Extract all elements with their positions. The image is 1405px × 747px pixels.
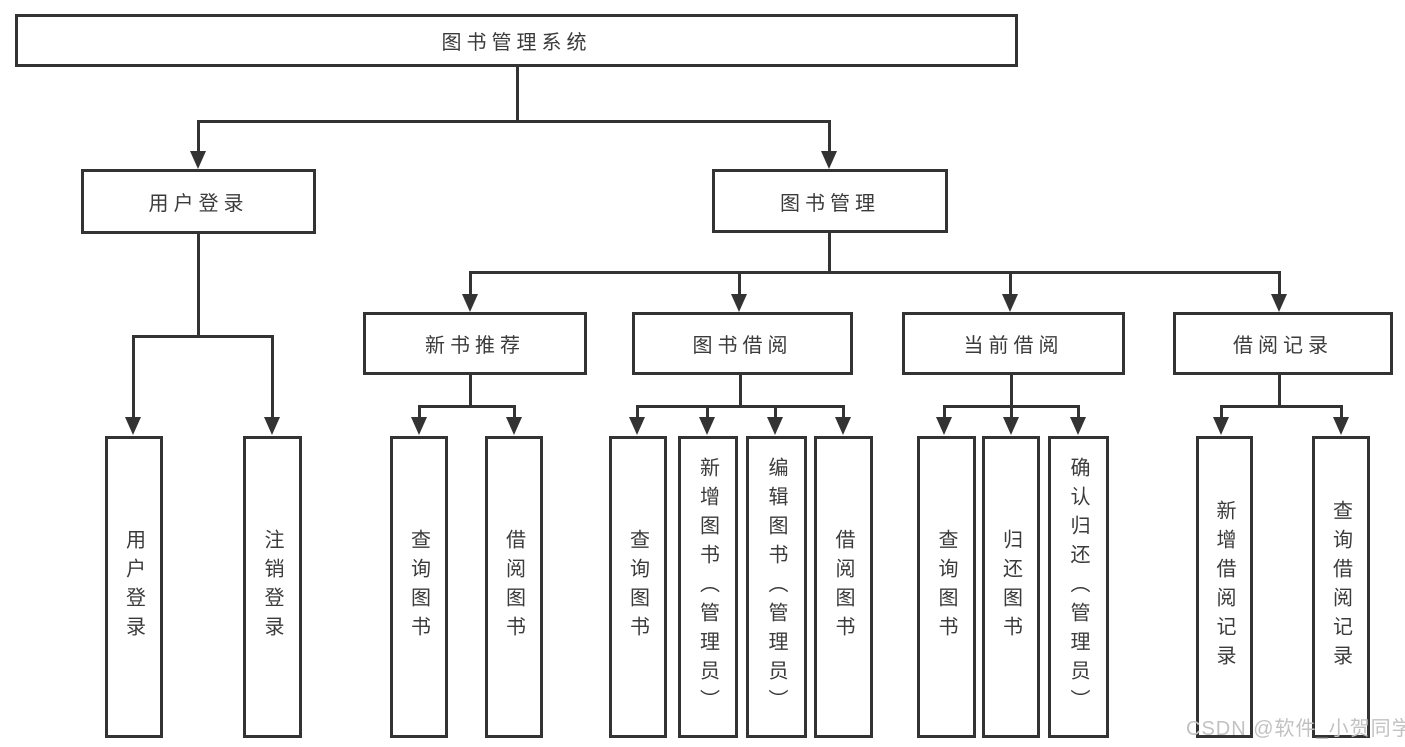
node-library-system: 图书管理系统	[15, 14, 1018, 67]
node-borrowing-records: 借阅记录	[1173, 312, 1393, 375]
leaf-user-login: 用户登录	[105, 436, 163, 738]
arrow-down-icon	[264, 417, 280, 435]
connector-line	[828, 233, 831, 274]
csdn-watermark: CSDN @软件_小贺同学	[1186, 718, 1405, 740]
connector-line	[738, 271, 741, 296]
leaf-add-books-admin: 新增图书（管理员）	[678, 436, 738, 738]
node-book-management: 图书管理	[712, 169, 948, 233]
connector-line	[469, 271, 472, 296]
leaf-logout: 注销登录	[243, 436, 302, 738]
connector-line	[1010, 405, 1013, 419]
arrow-down-icon	[1003, 417, 1019, 435]
connector-line	[1009, 271, 1012, 296]
arrow-down-icon	[190, 151, 206, 169]
arrow-down-icon	[411, 417, 427, 435]
leaf-add-borrow-record: 新增借阅记录	[1196, 436, 1253, 738]
leaf-return-books: 归还图书	[982, 436, 1040, 738]
connector-line	[739, 375, 742, 408]
arrow-down-icon	[125, 417, 141, 435]
connector-line	[132, 335, 273, 338]
leaf-edit-books-admin: 编辑图书（管理员）	[746, 436, 807, 738]
connector-line	[636, 405, 844, 408]
connector-line	[469, 271, 1280, 274]
leaf-query-books-recommend: 查询图书	[390, 436, 448, 738]
node-new-book-recommend: 新书推荐	[363, 312, 587, 375]
connector-line	[706, 405, 709, 419]
leaf-query-books-borrowing: 查询图书	[609, 436, 667, 738]
connector-line	[1220, 405, 1342, 408]
arrow-down-icon	[1271, 294, 1287, 312]
connector-line	[271, 335, 274, 419]
leaf-query-borrow-record: 查询借阅记录	[1312, 436, 1370, 738]
arrow-down-icon	[1002, 294, 1018, 312]
connector-line	[1278, 271, 1281, 296]
arrow-down-icon	[731, 294, 747, 312]
arrow-down-icon	[699, 417, 715, 435]
connector-line	[1010, 375, 1013, 408]
node-book-borrowing: 图书借阅	[632, 312, 853, 375]
leaf-confirm-return-admin: 确认归还（管理员）	[1048, 436, 1109, 738]
arrow-down-icon	[767, 417, 783, 435]
node-current-borrowing: 当前借阅	[902, 312, 1125, 375]
connector-line	[1220, 405, 1223, 419]
connector-line	[516, 67, 519, 121]
connector-line	[828, 120, 831, 153]
connector-line	[418, 405, 516, 408]
arrow-down-icon	[835, 417, 851, 435]
leaf-borrow-books: 借阅图书	[814, 436, 873, 738]
connector-line	[469, 375, 472, 408]
arrow-down-icon	[1333, 417, 1349, 435]
connector-line	[197, 120, 200, 153]
arrow-down-icon	[1213, 417, 1229, 435]
connector-line	[636, 405, 639, 419]
connector-line	[1340, 405, 1343, 419]
connector-line	[197, 234, 200, 338]
connector-line	[1278, 375, 1281, 408]
arrow-down-icon	[821, 151, 837, 169]
connector-line	[418, 405, 421, 419]
arrow-down-icon	[506, 417, 522, 435]
leaf-borrow-books-recommend: 借阅图书	[485, 436, 543, 738]
connector-line	[513, 405, 516, 419]
connector-line	[842, 405, 845, 419]
connector-line	[132, 335, 135, 419]
connector-line	[943, 405, 946, 419]
arrow-down-icon	[1070, 417, 1086, 435]
leaf-query-books-current: 查询图书	[917, 436, 976, 738]
node-user-login: 用户登录	[81, 169, 316, 234]
connector-line	[1077, 405, 1080, 419]
connector-line	[197, 120, 831, 123]
connector-line	[774, 405, 777, 419]
arrow-down-icon	[629, 417, 645, 435]
arrow-down-icon	[462, 294, 478, 312]
arrow-down-icon	[936, 417, 952, 435]
